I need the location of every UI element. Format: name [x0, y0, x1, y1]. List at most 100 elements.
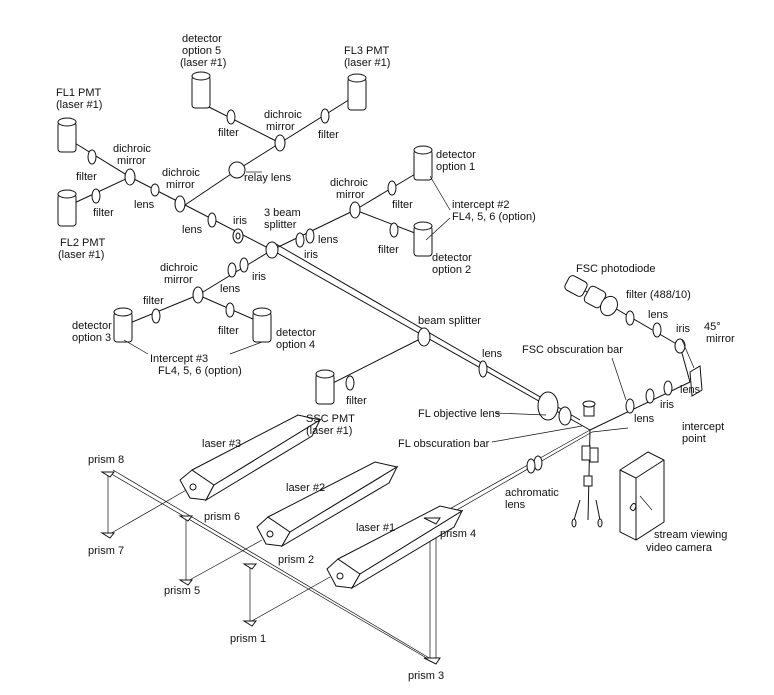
- dichroic-mirror-top: [274, 134, 286, 152]
- iris-center-label: iris: [233, 215, 248, 227]
- achromatic-lens-2: [526, 458, 536, 474]
- intercept-2-label: intercept #2: [452, 199, 509, 211]
- dichroic-low-label-2: mirror: [164, 274, 193, 286]
- fl-objective-lens: [537, 391, 559, 421]
- detector-option-5-label: detector: [182, 33, 222, 45]
- iris-lower-label: iris: [252, 271, 267, 283]
- lens-fsc-near: [625, 398, 635, 414]
- iris-center-hole: [235, 232, 241, 240]
- filter-label-option2: filter: [378, 244, 399, 256]
- prism-2-shape: [242, 563, 258, 570]
- fsc-photodiode: [564, 275, 618, 317]
- detector-option-2-label-2: option 2: [432, 264, 471, 276]
- iris-fsc-label: iris: [676, 323, 691, 335]
- fl-objective-lens-label: FL objective lens: [418, 408, 501, 420]
- lens-collection: [478, 360, 488, 378]
- mirror-45: [689, 365, 703, 397]
- iris-fsc-lower-label: iris: [660, 399, 675, 411]
- dichroic-right-label: dichroic: [330, 177, 368, 189]
- lens-right: [305, 228, 315, 244]
- dichroic-mirror-lower: [192, 286, 204, 304]
- detector-option-4: [252, 307, 272, 343]
- camera-label-2: video camera: [646, 542, 713, 554]
- prism-6-label: prism 6: [204, 511, 240, 523]
- prism-8-shape: [100, 471, 116, 478]
- filter-fsc: [625, 310, 635, 326]
- laser-2: [256, 461, 399, 548]
- camera-lens-mark: [629, 502, 637, 512]
- fl-obscuration-bar-label: FL obscuration bar: [398, 438, 490, 450]
- prism-4-shape: [423, 517, 441, 525]
- intercept-point-label-2: point: [682, 433, 706, 445]
- fsc-photodiode-label: FSC photodiode: [576, 263, 656, 275]
- fl1-pmt-label: FL1 PMT: [56, 87, 102, 99]
- dichroic-mirror-right: [349, 201, 361, 219]
- camera-label: stream viewing: [654, 529, 727, 541]
- ssc-pmt-label-2: (laser #1): [306, 425, 352, 437]
- filter-fl2: [91, 188, 101, 204]
- ssc-pmt-label: SSC PMT: [306, 413, 355, 425]
- labels: detector option 5 (laser #1) FL3 PMT (la…: [56, 33, 735, 682]
- lens-right-label: lens: [318, 234, 339, 246]
- intercept-3-label: Intercept #3: [150, 353, 208, 365]
- iris-right-label: iris: [304, 249, 319, 261]
- detector-option-2: [413, 221, 433, 257]
- dichroic-low-label: dichroic: [160, 262, 198, 274]
- filter-label-option5: filter: [218, 127, 239, 139]
- filter-option-2: [389, 222, 399, 238]
- sort-tube-holder: [583, 475, 593, 487]
- prism-1-shape: [242, 620, 258, 627]
- relay-lens-label: relay lens: [244, 172, 292, 184]
- three-beam-splitter-label-2: splitter: [264, 219, 297, 231]
- prism-7-label: prism 7: [88, 545, 124, 557]
- filter-label-fl3: filter: [318, 129, 339, 141]
- detector-option-4-label: detector: [276, 327, 316, 339]
- lens-collection-label: lens: [482, 348, 503, 360]
- lens-lower-label: lens: [220, 283, 241, 295]
- lens-lower: [227, 262, 237, 278]
- relay-lens: [228, 161, 246, 179]
- prism-4-label: prism 4: [440, 528, 476, 540]
- lens-center: [207, 212, 217, 228]
- sort-tube-left: [571, 518, 577, 528]
- laser-1-label: laser #1: [356, 522, 395, 534]
- prism-6-shape: [178, 515, 194, 522]
- filter-option-5: [226, 109, 236, 125]
- prism-2-label: prism 2: [278, 554, 314, 566]
- filter-option-1: [387, 180, 397, 196]
- fl1-pmt: [57, 117, 77, 153]
- fl3-pmt-label-2: (laser #1): [344, 57, 390, 69]
- prisms: [100, 471, 441, 665]
- lens-fsc-lower: [663, 380, 673, 396]
- stream-viewing-camera: [619, 451, 665, 541]
- dichroic-top-label-2: mirror: [266, 121, 295, 133]
- lens-fsc-lower-label: lens: [680, 384, 701, 396]
- fl2-pmt-label: FL2 PMT: [60, 237, 106, 249]
- prism-3-label: prism 3: [408, 670, 444, 682]
- lens-fsc-label: lens: [648, 309, 669, 321]
- laser-2-aperture: [266, 530, 274, 538]
- prism-3-shape: [423, 657, 441, 665]
- intercept-3-label-2: FL4, 5, 6 (option): [158, 365, 242, 377]
- beam-splitter-label: beam splitter: [418, 315, 481, 327]
- laser-3-aperture: [189, 483, 197, 491]
- dichroic-left-label-2: mirror: [117, 155, 146, 167]
- fl-objective-front: [558, 406, 572, 426]
- three-beam-splitter-label: 3 beam: [264, 207, 301, 219]
- detector-option-5: [191, 71, 211, 109]
- lens-left: [150, 183, 160, 197]
- filter-option-4: [225, 302, 235, 318]
- filter-option-3: [151, 308, 161, 324]
- iris-lower: [239, 257, 249, 273]
- detector-option-1-label: detector: [436, 149, 476, 161]
- filter-label-fl2: filter: [93, 207, 114, 219]
- achromatic-lens-label-2: lens: [505, 499, 526, 511]
- light-paths: [64, 95, 691, 663]
- prism-5-label: prism 5: [164, 585, 200, 597]
- deflection-plate-b: [589, 447, 599, 463]
- fl1-pmt-label-2: (laser #1): [56, 99, 102, 111]
- intercept-2-label-2: FL4, 5, 6 (option): [452, 211, 536, 223]
- fl3-pmt-label: FL3 PMT: [344, 45, 390, 57]
